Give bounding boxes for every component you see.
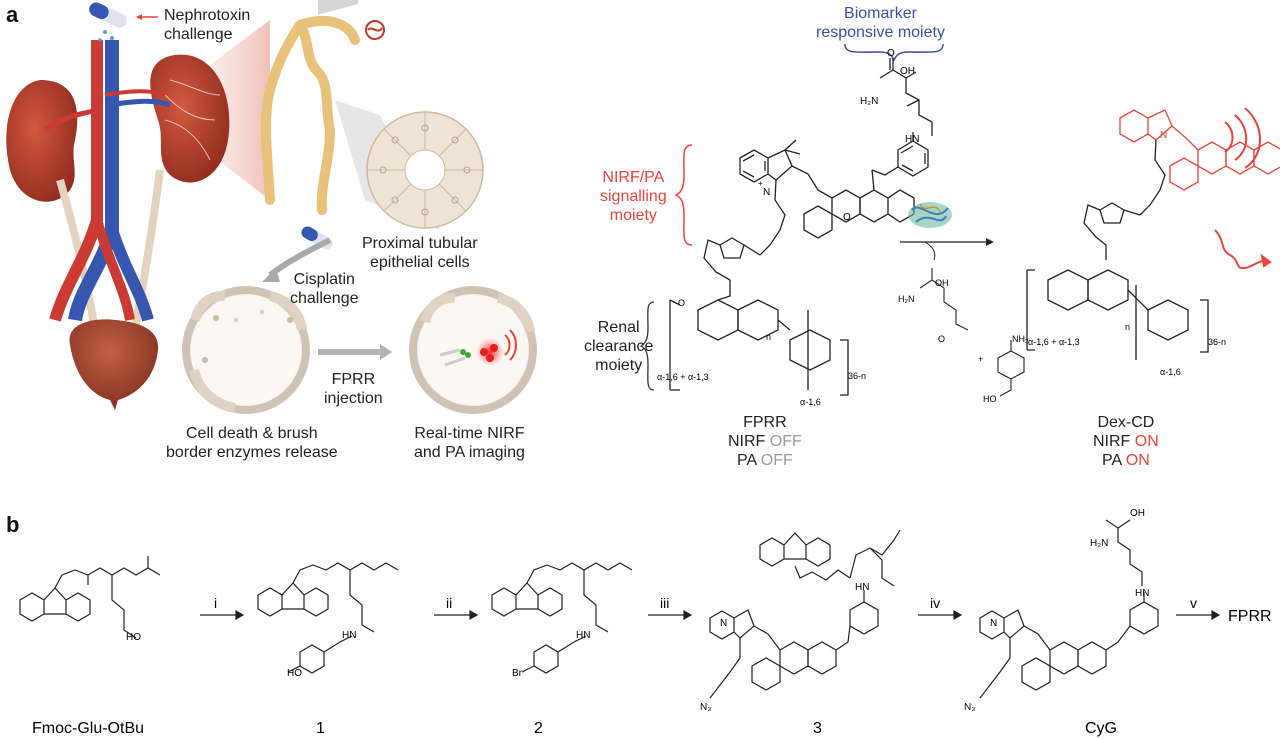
panel-letter-b: b — [6, 512, 20, 537]
left-kidney — [6, 80, 78, 202]
compound-1-structure — [257, 562, 399, 674]
sub-36n-left-label: 36-n — [848, 371, 866, 381]
fprr-name: FPRR — [743, 414, 787, 431]
fprr-oh-label: OH — [900, 66, 915, 77]
nephron-tubule — [260, 16, 360, 215]
compound-3-structure — [709, 529, 901, 699]
fprr-pa-state: OFF — [760, 452, 793, 469]
compound-2-structure — [491, 562, 633, 674]
cyg-n-label: N — [990, 618, 997, 629]
enzyme-icon — [908, 202, 952, 228]
c2-hn-label: HN — [576, 630, 590, 641]
fprr-plus-label: + — [758, 179, 763, 188]
dexcd-pa-label: PA — [1102, 452, 1122, 469]
fmoc-glu-otbu-structure — [19, 556, 161, 639]
gluc-o-label: O — [938, 334, 945, 344]
linkage-right-label: α-1,6 + α-1,3 — [1028, 337, 1080, 347]
gluc-oh-label: OH — [935, 278, 949, 288]
fprr-pa-label: PA — [737, 452, 757, 469]
dexcd-linker — [1026, 139, 1209, 360]
compound-cyg-name: CyG — [1085, 720, 1117, 737]
dexcd-nirf-label: NIRF — [1093, 433, 1131, 450]
c3-hn-label: HN — [855, 582, 869, 593]
c1-ho-label: HO — [287, 668, 302, 679]
cyg-n3-label: N₃ — [964, 702, 975, 713]
compound-3-name: 3 — [813, 720, 822, 737]
c3-n3-label: N₃ — [700, 702, 711, 713]
signalling-brace — [674, 144, 693, 246]
fmoc-ho-label: HO — [126, 632, 141, 643]
step-v-label: v — [1190, 595, 1197, 611]
c2-br-label: Br — [512, 668, 523, 679]
synthesis-scheme: HO HO HN Br HN N₃ HN N N₃ OH H₂N HN N i … — [19, 508, 1272, 737]
product-fprr-label: FPRR — [1228, 608, 1272, 625]
fprr-h2n-label: H₂N — [860, 96, 878, 107]
dexcd-name: Dex-CD — [1097, 414, 1155, 431]
fprr-hn-label: HN — [905, 134, 919, 145]
glutamate-byproduct — [919, 268, 969, 331]
right-kidney — [150, 54, 230, 183]
fprr-nirf-state: OFF — [769, 433, 802, 450]
plus-label: + — [978, 354, 983, 364]
cyg-oh-label: OH — [1130, 508, 1145, 519]
aminobenzyl-ho-label: HO — [983, 394, 997, 404]
fprr-n-label: N — [763, 187, 770, 198]
c1-hn-label: HN — [342, 630, 356, 641]
step-iv-label: iv — [930, 595, 940, 611]
bladder — [69, 319, 159, 410]
dexcd-pa-state: ON — [1125, 452, 1150, 469]
epithelial-cell-ring — [366, 111, 484, 229]
aminobenzyl-nh2-label: NH₂ — [1012, 334, 1029, 344]
alpha16-left-label: α-1,6 — [800, 397, 821, 407]
damaged-tubule — [182, 286, 310, 414]
fprr-status: FPRR NIRF OFF PA OFF — [728, 413, 802, 470]
linkage-left-label: α-1,6 + α-1,3 — [657, 372, 709, 382]
aminobenzyl-byproduct — [997, 340, 1025, 397]
cyg-h2n-label: H₂N — [1090, 538, 1108, 549]
fprr-scheme: OH H₂N O HN N + O O α-1,6 + α-1,3 α-1,6 … — [639, 43, 1280, 407]
sub-n-right-label: n — [1125, 322, 1130, 332]
step-i-label: i — [214, 595, 217, 611]
fprr-xanthene-o-label: O — [843, 212, 851, 223]
cyg-hn-label: HN — [1135, 588, 1149, 599]
sub-36n-right-label: 36-n — [1208, 337, 1226, 347]
renal-brace — [639, 301, 655, 391]
imaging-tubule — [409, 286, 537, 414]
fprr-nirf-label: NIRF — [728, 433, 766, 450]
sub-n-left-label: n — [766, 332, 771, 342]
fprr-molecule — [669, 58, 933, 396]
step-iii-label: iii — [660, 595, 669, 611]
dexcd-emission-icon — [1214, 107, 1272, 270]
alpha16-right-label: α-1,6 — [1160, 367, 1181, 377]
cyg-structure — [979, 519, 1159, 699]
fprr-sugar-o-label: O — [678, 298, 685, 308]
compound-fmoc-name: Fmoc-Glu-OtBu — [32, 720, 144, 737]
panel-letter-a: a — [6, 2, 19, 27]
gluc-h2n-label: H₂N — [898, 294, 915, 304]
biomarker-brace — [844, 43, 944, 62]
dexcd-status: Dex-CD NIRF ON PA ON — [1093, 413, 1159, 470]
step-ii-label: ii — [446, 595, 452, 611]
dexcd-fluorophore — [1119, 109, 1280, 191]
kidney-illustration — [6, 0, 537, 414]
dexcd-n-label: N — [1160, 130, 1167, 141]
zoom-beam — [190, 20, 270, 200]
nephrotoxin-pill-icon — [89, 2, 127, 42]
compound-1-name: 1 — [316, 720, 325, 737]
c3-n-label: N — [720, 618, 727, 629]
dexcd-nirf-state: ON — [1134, 433, 1159, 450]
fprr-o-label: O — [887, 48, 895, 59]
compound-2-name: 2 — [534, 720, 543, 737]
